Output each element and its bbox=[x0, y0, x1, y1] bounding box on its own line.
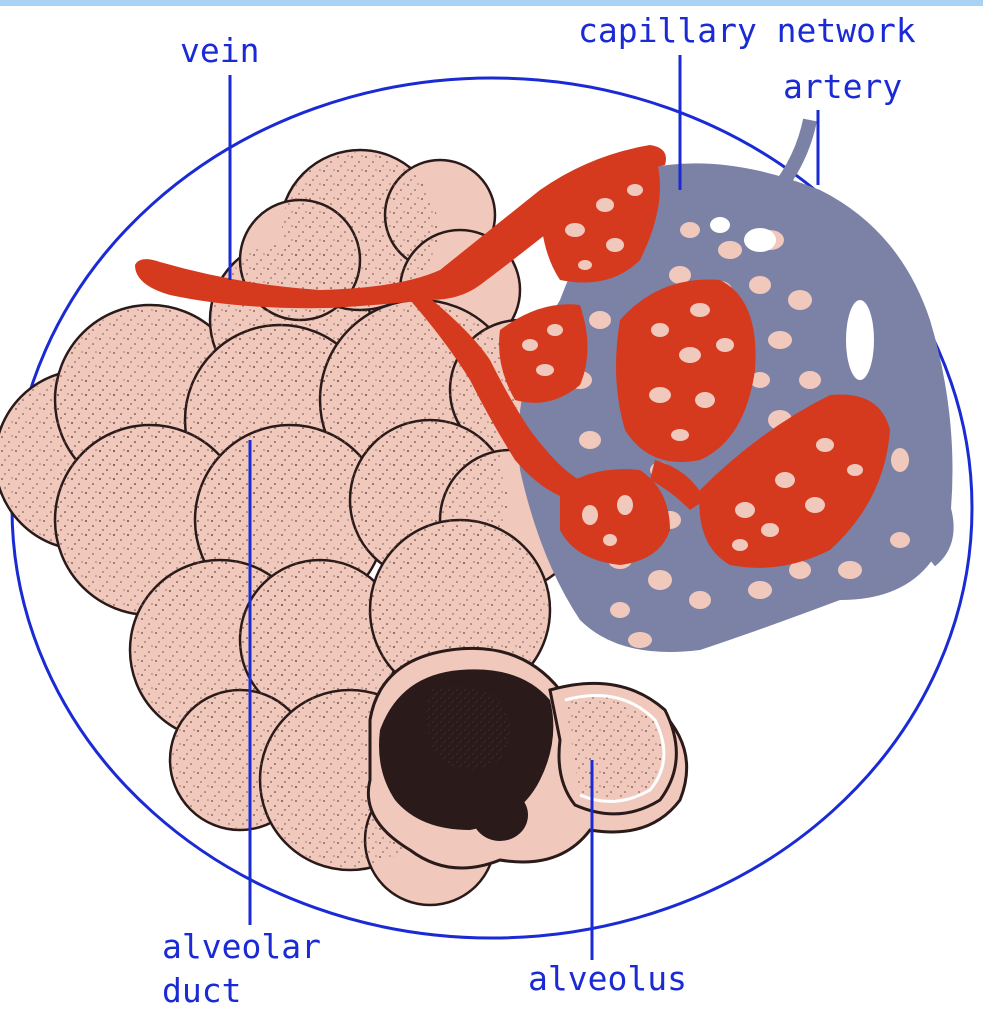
label-alveolar-duct-line2: duct bbox=[162, 971, 241, 1010]
label-vein: vein bbox=[180, 31, 259, 70]
label-alveolar-duct-line1: alveolar bbox=[162, 927, 321, 966]
label-artery: artery bbox=[783, 67, 902, 106]
label-alveolus: alveolus bbox=[528, 959, 687, 998]
top-bar bbox=[0, 0, 983, 6]
label-capillary-network: capillary network bbox=[578, 11, 916, 50]
